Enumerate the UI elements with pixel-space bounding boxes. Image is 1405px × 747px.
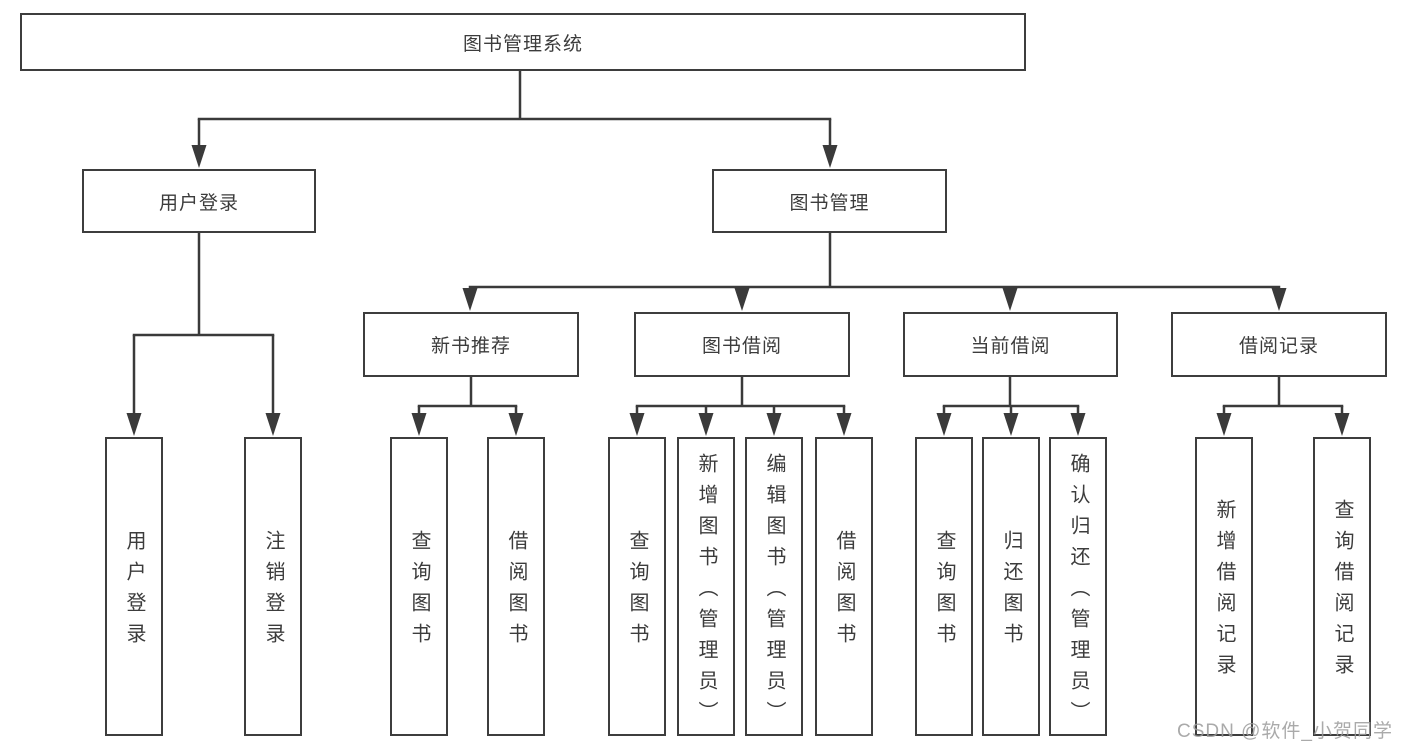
watermark-text: CSDN @软件_小贺同学 [1177, 721, 1393, 742]
leaf-query-books-current-label: 查询图书 [933, 530, 955, 654]
node-new-book-recommend: 新书推荐 [363, 312, 579, 377]
node-book-borrow: 图书借阅 [634, 312, 850, 377]
connector-book-borrow-subtree [629, 377, 852, 436]
node-book-management: 图书管理 [712, 169, 947, 233]
node-borrow-records-label: 借阅记录 [1238, 336, 1319, 357]
node-borrow-records: 借阅记录 [1171, 312, 1387, 377]
leaf-query-books-current: 查询图书 [915, 437, 973, 736]
node-library-system-label: 图书管理系统 [462, 33, 583, 55]
leaf-user-login: 用户登录 [105, 437, 163, 736]
node-library-system: 图书管理系统 [20, 13, 1026, 71]
leaf-borrow-books-recommend: 借阅图书 [487, 437, 545, 736]
leaf-return-books: 归还图书 [982, 437, 1040, 736]
connector-book-management-to-level3 [462, 233, 1287, 311]
node-book-borrow-label: 图书借阅 [701, 336, 782, 357]
connector-user-login-subtree [126, 233, 281, 436]
leaf-query-borrow-record-label: 查询借阅记录 [1331, 499, 1353, 685]
leaf-confirm-return-admin: 确认归还（管理员） [1049, 437, 1107, 736]
leaf-borrow-books-label: 借阅图书 [833, 530, 855, 654]
node-new-book-recommend-label: 新书推荐 [430, 336, 511, 357]
leaf-add-borrow-record: 新增借阅记录 [1195, 437, 1253, 736]
leaf-logout-label: 注销登录 [262, 530, 284, 654]
leaf-query-books-borrow-label: 查询图书 [626, 530, 648, 654]
leaf-user-login-label: 用户登录 [123, 530, 145, 654]
connector-borrow-records-subtree [1216, 377, 1350, 436]
leaf-query-books-recommend: 查询图书 [390, 437, 448, 736]
connector-current-borrow-subtree [936, 377, 1086, 436]
leaf-borrow-books-recommend-label: 借阅图书 [505, 530, 527, 654]
leaf-add-borrow-record-label: 新增借阅记录 [1213, 499, 1235, 685]
leaf-logout: 注销登录 [244, 437, 302, 736]
node-book-management-label: 图书管理 [789, 192, 870, 214]
node-user-login: 用户登录 [82, 169, 316, 233]
node-current-borrow-label: 当前借阅 [970, 336, 1051, 357]
leaf-borrow-books: 借阅图书 [815, 437, 873, 736]
connector-new-book-subtree [411, 377, 524, 436]
leaf-query-books-recommend-label: 查询图书 [408, 530, 430, 654]
leaf-query-borrow-record: 查询借阅记录 [1313, 437, 1371, 736]
connector-root-to-level2 [191, 71, 838, 168]
leaf-add-books-admin: 新增图书（管理员） [677, 437, 735, 736]
leaf-edit-books-admin-label: 编辑图书（管理员） [763, 452, 785, 732]
node-current-borrow: 当前借阅 [903, 312, 1118, 377]
node-user-login-label: 用户登录 [158, 192, 239, 214]
leaf-confirm-return-admin-label: 确认归还（管理员） [1067, 452, 1089, 732]
leaf-add-books-admin-label: 新增图书（管理员） [695, 452, 717, 732]
leaf-query-books-borrow: 查询图书 [608, 437, 666, 736]
leaf-return-books-label: 归还图书 [1000, 530, 1022, 654]
leaf-edit-books-admin: 编辑图书（管理员） [745, 437, 803, 736]
